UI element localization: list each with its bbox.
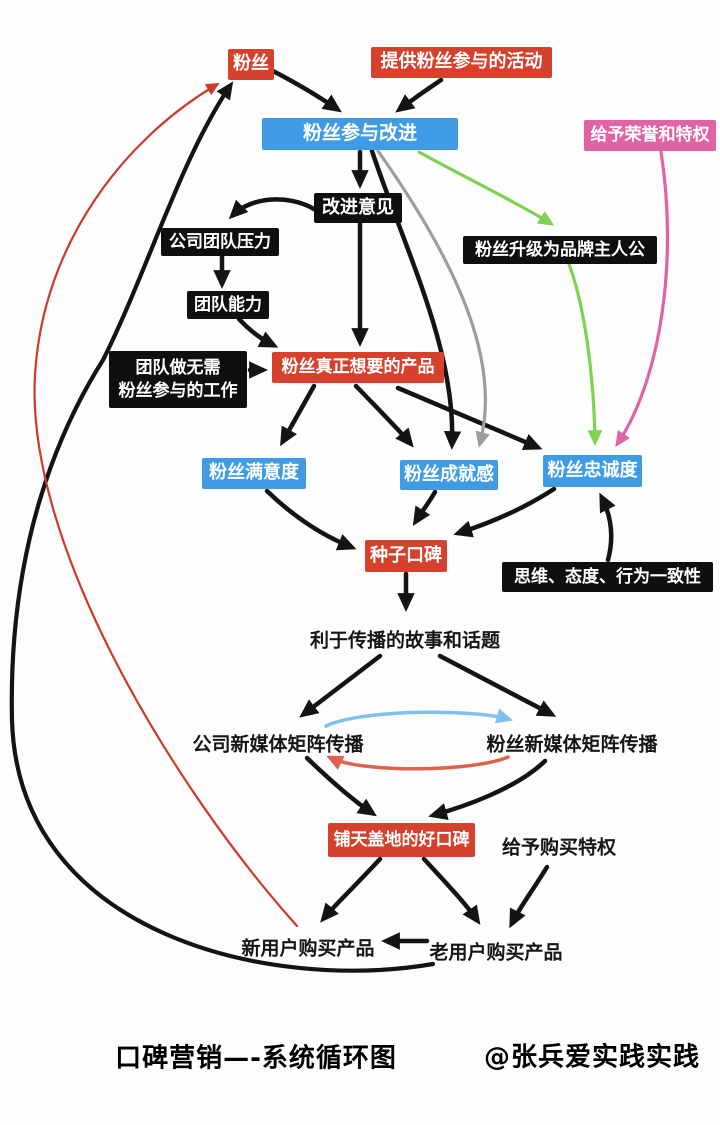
edge-newusers-fans-loop-red <box>33 82 299 928</box>
node-buy-privilege: 给予购买特权 <box>501 836 617 859</box>
node-achievement: 粉丝成就感 <box>400 460 498 490</box>
edge-product-loyalty <box>395 385 543 450</box>
edge-ability-product <box>236 316 279 348</box>
node-fans: 粉丝 <box>228 49 274 80</box>
node-participate: 粉丝参与改进 <box>262 118 458 150</box>
node-pressure: 公司团队压力 <box>161 228 279 256</box>
edge-story-companymedia <box>299 653 383 718</box>
edge-oldusers-fans-loop <box>9 81 436 973</box>
node-fans-media: 粉丝新媒体矩阵传播 <box>486 733 658 756</box>
edge-achievement-seed <box>412 489 438 527</box>
edge-companymedia-wom <box>304 755 377 817</box>
node-consistency: 思维、态度、行为一致性 <box>502 562 713 592</box>
edge-product-satisfaction <box>280 383 317 447</box>
node-feedback: 改进意见 <box>314 193 402 223</box>
edge-story-fansmedia <box>437 653 557 717</box>
edge-activity-participate <box>395 77 444 113</box>
node-activity: 提供粉丝参与的活动 <box>371 47 552 78</box>
node-ability: 团队能力 <box>187 291 269 319</box>
edge-feedback-pressure <box>228 197 317 220</box>
node-seed: 种子口碑 <box>365 540 447 572</box>
node-product: 粉丝真正想要的产品 <box>272 352 444 383</box>
diagram-author: @张兵爱实践实践 <box>483 1042 701 1073</box>
node-honor: 给予荣誉和特权 <box>584 120 716 151</box>
edge-loyalty-seed <box>453 486 557 538</box>
edge-participate-achievement-black <box>369 148 462 450</box>
edge-fans-participate <box>270 68 342 113</box>
node-new-users: 新用户购买产品 <box>241 937 375 960</box>
diagram-title: 口碑营销—-系统循环图 <box>115 1043 397 1074</box>
edge-wom-oldusers <box>421 856 481 925</box>
edge-satisfaction-seed <box>264 488 357 551</box>
edge-participate-upgrade-green <box>417 150 555 226</box>
edge-consistency-loyalty <box>599 492 616 563</box>
edge-upgrade-loyalty-green <box>567 262 603 446</box>
node-wom: 铺天盖地的好口碑 <box>328 823 475 857</box>
node-upgrade: 粉丝升级为品牌主人公 <box>463 236 657 264</box>
edge-honor-loyalty-pink <box>615 150 670 448</box>
edge-fansmedia-wom <box>428 758 548 820</box>
edge-fansmedia-companymedia-salmon <box>326 755 510 771</box>
edge-privilege-oldusers <box>509 864 550 929</box>
node-nofans-work: 团队做无需 粉丝参与的工作 <box>109 351 247 408</box>
edge-companymedia-fansmedia-blue <box>324 708 514 728</box>
node-old-users: 老用户购买产品 <box>429 941 563 964</box>
edge-wom-newusers <box>320 856 383 923</box>
node-satisfaction: 粉丝满意度 <box>202 458 306 489</box>
edge-participate-achievement-gray <box>376 149 490 448</box>
node-company-media: 公司新媒体矩阵传播 <box>192 733 364 756</box>
edge-product-achievement <box>353 383 414 448</box>
node-story: 利于传播的故事和话题 <box>309 629 501 652</box>
node-loyalty: 粉丝忠诚度 <box>543 455 642 487</box>
